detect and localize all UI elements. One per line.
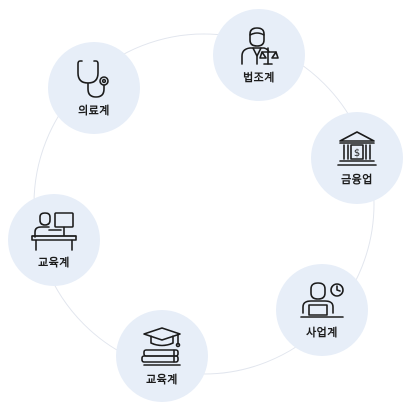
node-medical: 의료계: [48, 42, 140, 134]
node-education-teacher: 교육계: [8, 194, 100, 286]
teacher-desk-icon: [31, 211, 77, 251]
stethoscope-icon: [74, 59, 114, 99]
node-education-books: 교육계: [116, 310, 208, 402]
node-label: 사업계: [306, 325, 338, 339]
node-label: 금융업: [341, 172, 373, 186]
businessman-laptop-icon: [300, 281, 344, 321]
svg-text:$: $: [354, 148, 360, 159]
graduation-books-icon: [140, 326, 184, 368]
node-business: 사업계: [276, 264, 368, 356]
node-label: 교육계: [146, 372, 178, 386]
lawyer-icon: [238, 26, 280, 66]
node-finance: $ 금융업: [311, 112, 403, 204]
node-label: 교육계: [38, 255, 70, 269]
node-law: 법조계: [213, 9, 305, 101]
node-label: 의료계: [78, 103, 110, 117]
bank-icon: $: [337, 130, 377, 168]
node-label: 법조계: [243, 70, 275, 84]
